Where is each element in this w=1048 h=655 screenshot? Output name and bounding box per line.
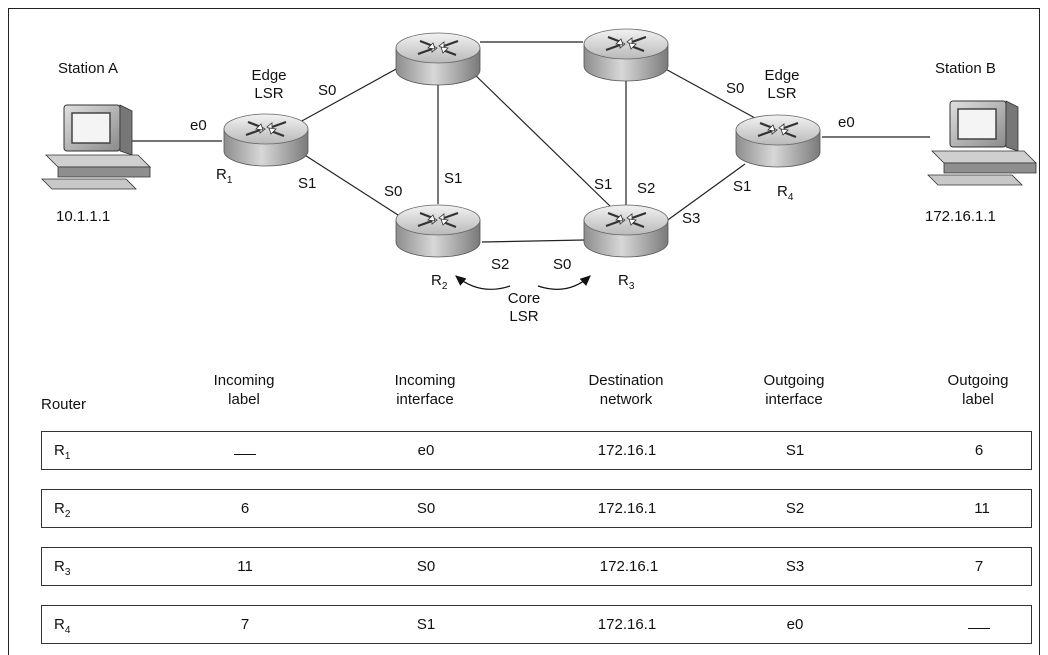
core-arrow-left [455,275,511,290]
edge-lsr-right-label-line1: Edge [764,67,800,84]
cell-outgoing-interface: S2 [785,500,805,517]
cell-incoming-interface: S0 [416,500,436,517]
table-row-r1: R1 e0 172.16.1 S1 6 [41,431,1032,470]
link-r2-r3 [481,239,585,243]
table-row-r2: R2 6 S0 172.16.1 S2 11 [41,489,1032,528]
cell-outgoing-interface: e0 [786,616,804,633]
router-r2 [394,203,482,259]
r4-e0-interface: e0 [838,114,855,131]
r3-s3-interface: S3 [682,210,701,227]
cell-outgoing-interface: S1 [785,442,805,459]
cell-incoming-label: 6 [240,500,250,517]
r4-s1-interface: S1 [733,178,752,195]
link-top1-r3 [469,69,613,209]
r4-s0-interface: S0 [726,80,745,97]
core-lsr-label-line2: LSR [509,308,539,325]
link-r1-r2 [299,151,399,216]
edge-lsr-left-label-line1: Edge [251,67,287,84]
cell-outgoing-label: 6 [974,442,984,459]
r3-label: R3 [618,272,635,292]
cell-outgoing-label: 11 [974,500,990,517]
core-lsr-label-line1: Core [507,290,541,307]
cell-outgoing-label: 7 [974,558,984,575]
link-r1-top1 [299,67,399,123]
edge-lsr-right-label-line2: LSR [767,85,797,102]
station-b-ip: 172.16.1.1 [925,208,996,225]
cell-incoming-label: 7 [240,616,250,633]
cell-incoming-interface: e0 [417,442,435,459]
cell-incoming-interface: S0 [416,558,436,575]
cell-outgoing-label [968,616,990,633]
station-a-pc-icon [41,104,151,190]
edge-lsr-left-label-line2: LSR [254,85,284,102]
link-top2-r4 [659,65,756,119]
cell-incoming-interface: S1 [416,616,436,633]
cell-destination: 172.16.1 [597,442,657,459]
r1-s1-interface: S1 [298,175,317,192]
station-a-ip: 10.1.1.1 [56,208,111,225]
r4-label: R4 [777,183,794,203]
r2-s0-interface: S0 [384,183,403,200]
table-row-r4: R4 7 S1 172.16.1 e0 [41,605,1032,644]
r2-s1-interface: S1 [444,170,463,187]
cell-destination: 172.16.1 [599,558,659,575]
link-r3-r4 [664,163,746,223]
cell-destination: 172.16.1 [597,616,657,633]
station-a-label: Station A [58,60,119,77]
cell-router: R2 [54,500,71,520]
cell-incoming-label [234,442,256,459]
cell-router: R3 [54,558,71,578]
core-arrow-right [537,275,591,290]
r2-s2-interface: S2 [491,256,510,273]
empty-dash [968,627,990,629]
router-r4 [734,113,822,169]
station-b-label: Station B [935,60,996,77]
cell-incoming-label: 11 [237,558,253,575]
station-b-pc-icon [927,100,1037,186]
router-r3 [582,203,670,259]
router-r1 [222,112,310,168]
core-router-top-right [582,27,670,83]
header-router: Router [41,396,87,413]
cell-outgoing-interface: S3 [785,558,805,575]
r1-s0-interface: S0 [318,82,337,99]
cell-router: R1 [54,442,71,462]
r3-s1-interface: S1 [594,176,613,193]
r2-label: R2 [431,272,448,292]
r1-e0-interface: e0 [190,117,207,134]
cell-router: R4 [54,616,71,636]
cell-destination: 172.16.1 [597,500,657,517]
r3-s0-interface: S0 [553,256,572,273]
empty-dash [234,453,256,455]
core-router-top-left [394,31,482,87]
table-row-r3: R3 11 S0 172.16.1 S3 7 [41,547,1032,586]
r1-label: R1 [216,166,233,186]
r3-s2-interface: S2 [637,180,656,197]
network-diagram [41,27,1037,290]
